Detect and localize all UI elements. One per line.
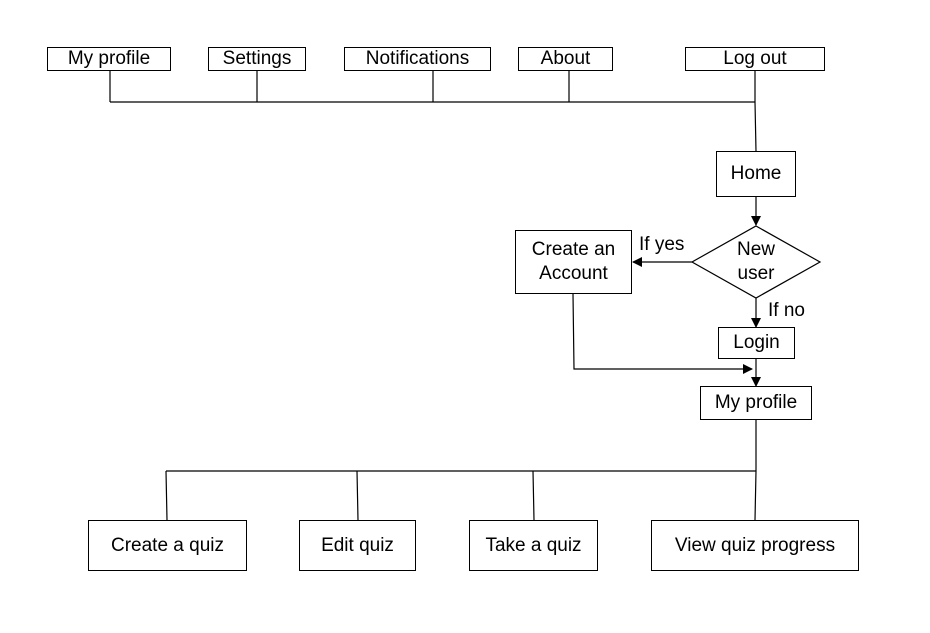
create-account-box[interactable]: Create an Account	[515, 230, 632, 294]
decision-label: New user	[736, 239, 775, 284]
create-quiz-box[interactable]: Create a quiz	[88, 520, 247, 571]
decision-diamond	[690, 225, 822, 299]
view-quiz-progress-box[interactable]: View quiz progress	[651, 520, 859, 571]
action-connector-edit	[356, 470, 359, 521]
action-connector-take	[532, 470, 535, 521]
account-to-profile-arrow	[572, 293, 753, 374]
nav-my-profile[interactable]: My profile	[47, 47, 171, 71]
action-connector-create	[165, 470, 168, 521]
my-profile-box[interactable]: My profile	[700, 386, 812, 420]
nav-about[interactable]: About	[518, 47, 613, 71]
take-quiz-box[interactable]: Take a quiz	[469, 520, 598, 571]
home-box[interactable]: Home	[716, 151, 796, 197]
if-no-label: If no	[768, 300, 805, 321]
nav-to-home-line	[754, 101, 757, 152]
action-connector-progress	[754, 470, 757, 521]
login-box[interactable]: Login	[718, 327, 795, 359]
nav-log-out[interactable]: Log out	[685, 47, 825, 71]
nav-notifications[interactable]: Notifications	[344, 47, 491, 71]
nav-settings[interactable]: Settings	[208, 47, 306, 71]
edit-quiz-box[interactable]: Edit quiz	[299, 520, 416, 571]
if-yes-label: If yes	[639, 234, 685, 255]
